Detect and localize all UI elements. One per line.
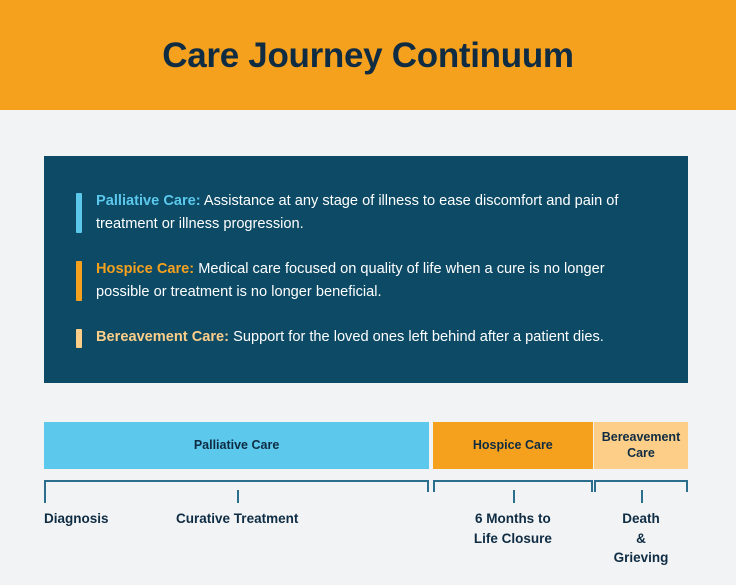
axis-tick-diagnosis bbox=[44, 480, 46, 503]
axis-bracket-bereavement bbox=[593, 480, 688, 492]
timeline-bar-label-hospice: Hospice Care bbox=[472, 437, 553, 452]
timeline-bar-label-bereavement: Bereavement Care bbox=[601, 429, 681, 460]
timeline-bar-hospice: Hospice Care bbox=[432, 422, 593, 469]
accent-bar-icon-bereavement bbox=[76, 329, 82, 349]
legend-item-hospice: Hospice Care: Medical care focused on qu… bbox=[76, 258, 656, 303]
timeline-bar-label-palliative: Palliative Care bbox=[193, 437, 280, 452]
definitions-panel: Palliative Care: Assistance at any stage… bbox=[44, 156, 688, 383]
axis-tick-curative-treatment bbox=[237, 490, 240, 503]
timeline-bar-bereavement: Bereavement Care bbox=[593, 422, 688, 469]
timeline-axis-labels: Diagnosis Curative Treatment 6 Months to… bbox=[44, 509, 688, 565]
timeline-bar-palliative: Palliative Care bbox=[44, 422, 430, 469]
legend-term-hospice: Hospice Care: bbox=[96, 261, 195, 278]
accent-bar-icon-palliative bbox=[76, 193, 82, 233]
timeline-bars: Palliative Care Hospice Care Bereavement… bbox=[44, 422, 688, 469]
legend-description-hospice: Medical care focused on quality of life … bbox=[96, 261, 605, 300]
legend-item-bereavement: Bereavement Care: Support for the loved … bbox=[76, 326, 656, 349]
page-title: Care Journey Continuum bbox=[162, 35, 574, 75]
axis-label-curative-treatment: Curative Treatment bbox=[176, 511, 299, 526]
axis-label-six-months-life-closure: 6 Months to Life Closure bbox=[473, 511, 552, 546]
axis-bracket-hospice bbox=[432, 480, 593, 492]
accent-bar-icon-hospice bbox=[76, 261, 82, 302]
axis-label-diagnosis: Diagnosis bbox=[44, 511, 109, 526]
legend-item-palliative: Palliative Care: Assistance at any stage… bbox=[76, 190, 656, 235]
header-banner: Care Journey Continuum bbox=[0, 0, 736, 110]
axis-label-death-grieving: Death & Grieving bbox=[613, 511, 669, 566]
legend-term-palliative: Palliative Care: bbox=[96, 193, 201, 209]
legend-description-palliative: Assistance at any stage of illness to ea… bbox=[96, 193, 619, 232]
axis-tick-death-grieving bbox=[640, 490, 643, 503]
legend-term-bereavement: Bereavement Care: bbox=[96, 329, 230, 346]
legend-description-bereavement: Support for the loved ones left behind a… bbox=[229, 329, 604, 346]
axis-tick-six-months bbox=[512, 490, 515, 503]
timeline-axis bbox=[44, 480, 688, 503]
